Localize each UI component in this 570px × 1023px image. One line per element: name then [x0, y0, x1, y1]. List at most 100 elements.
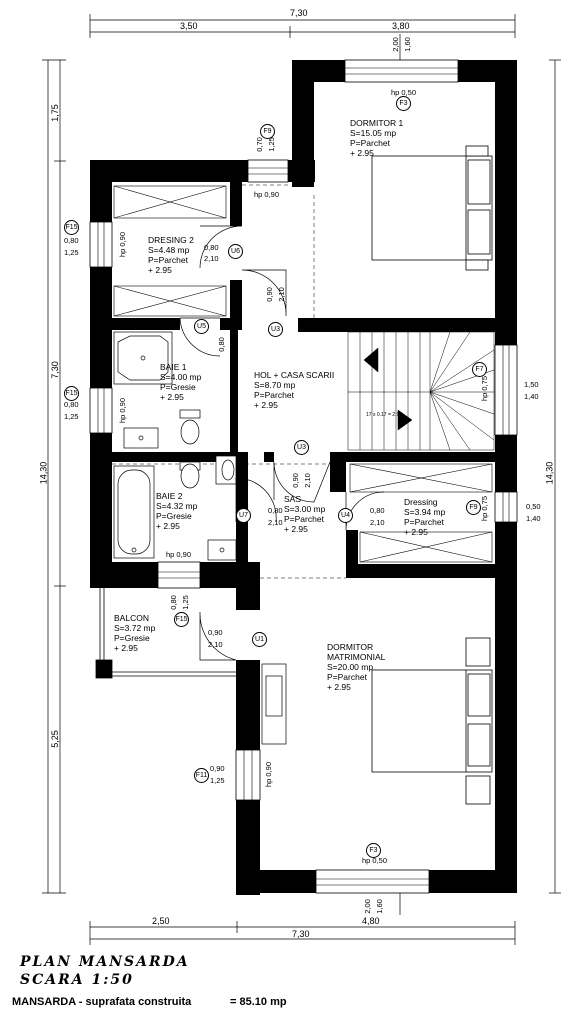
- bath-fixtures: [113, 331, 237, 561]
- f15a-hp: hp 0,90: [118, 231, 128, 258]
- f11-height: 1,25: [210, 776, 225, 785]
- f9-top-hp: hp 0,90: [254, 190, 280, 199]
- room-area: S=3.72 mp: [114, 623, 156, 633]
- f9b-hp: hp 0,75: [480, 495, 490, 522]
- dim-left-730: 7,30: [49, 361, 60, 379]
- tag-f15-a: F15: [64, 220, 79, 235]
- u7-width: 0,80: [268, 506, 283, 515]
- room-height: + 2.95: [404, 527, 428, 537]
- u3a-width: 0,90: [264, 287, 274, 302]
- tag-f15-b: F15: [64, 386, 79, 401]
- window-openings: [89, 59, 518, 894]
- f9b-width: 0,50: [526, 502, 541, 511]
- f7-height: 1,40: [524, 392, 539, 401]
- u3a-height: 2,10: [276, 287, 286, 302]
- room-name: HOL + CASA SCARII: [254, 370, 335, 380]
- dim-left-175: 1,75: [49, 104, 60, 122]
- room-name: Dressing: [404, 497, 438, 507]
- u4-height: 2,10: [370, 518, 385, 527]
- u6-height: 2,10: [204, 254, 219, 263]
- room-height: + 2.95: [156, 521, 180, 531]
- f9b-height: 1,40: [526, 514, 541, 523]
- f3-bot-height: 1,60: [374, 899, 384, 914]
- room-name: BAIE 2: [156, 491, 183, 501]
- f3-top-hp: hp 0,50: [391, 88, 417, 97]
- u7-height: 2,10: [268, 518, 283, 527]
- u5-width: 0,80: [216, 337, 226, 352]
- tag-u3-a: U3: [268, 322, 283, 337]
- room-area: S=3.94 mp: [404, 507, 446, 517]
- dim-top-left: 3,50: [180, 21, 198, 31]
- room-balcon: BALCON S=3.72 mp P=Gresie + 2.95: [114, 613, 155, 653]
- room-floor: P=Parchet: [404, 517, 444, 527]
- bed-dormitor1: [371, 145, 493, 271]
- u3b-width: 0,90: [290, 473, 300, 488]
- tag-f9-b: F9: [466, 500, 481, 515]
- balcony-railing: [95, 588, 236, 679]
- room-area: S=4.48 mp: [148, 245, 190, 255]
- room-height: + 2.95: [114, 643, 138, 653]
- room-dressing: Dressing S=3.94 mp P=Parchet + 2.95: [404, 497, 445, 537]
- u4-width: 0,80: [370, 506, 385, 515]
- room-area: S=20.00 mp: [327, 662, 374, 672]
- f7-width: 1,50: [524, 380, 539, 389]
- dim-left-525: 5,25: [49, 730, 60, 748]
- dashed-lines: [112, 184, 346, 579]
- room-height: + 2.95: [327, 682, 351, 692]
- room-floor: P=Parchet: [148, 255, 188, 265]
- f3-top-height: 1,60: [402, 37, 412, 52]
- dim-bottom-total: 7,30: [292, 929, 310, 939]
- dim-top-total: 7,30: [290, 8, 308, 18]
- f3-top-width: 2,00: [390, 37, 400, 52]
- room-height: + 2.95: [284, 524, 308, 534]
- room-floor: P=Gresie: [114, 633, 150, 643]
- tag-f3-bot: F3: [366, 843, 381, 858]
- room-floor: P=Gresie: [160, 382, 196, 392]
- f9-top-height: 1,25: [266, 137, 276, 152]
- room-area: S=15.05 mp: [350, 128, 397, 138]
- dim-right-total: 14,30: [544, 461, 555, 485]
- u6-width: 0,80: [204, 243, 219, 252]
- tag-f7: F7: [472, 362, 487, 377]
- room-height: + 2.95: [148, 265, 172, 275]
- tag-u6: U6: [228, 244, 243, 259]
- room-area: S=8.70 mp: [254, 380, 296, 390]
- u1-height: 2,10: [208, 640, 223, 649]
- room-name: SAS: [284, 494, 302, 504]
- f11-width: 0,90: [210, 764, 225, 773]
- tag-u7: U7: [236, 508, 251, 523]
- top-dimension-lines: [42, 14, 561, 945]
- room-floor: P=Gresie: [156, 511, 192, 521]
- plan-title: PLAN MANSARDA: [20, 954, 190, 970]
- wardrobes: [113, 185, 493, 563]
- room-baie2: BAIE 2 S=4.32 mp P=Gresie + 2.95: [156, 491, 197, 531]
- f15c-width: 0,80: [168, 595, 178, 610]
- room-name: BALCON: [114, 613, 149, 623]
- f15b-width: 0,80: [64, 400, 79, 409]
- u5-height: 2,10: [228, 337, 238, 352]
- tag-u4: U4: [338, 508, 353, 523]
- f15a-height: 1,25: [64, 248, 79, 257]
- room-dormitor-matrimonial: DORMITOR MATRIMONIAL S=20.00 mp P=Parche…: [327, 642, 385, 692]
- bed-matrimonial: [371, 637, 493, 805]
- summary-value: = 85.10 mp: [230, 996, 287, 1008]
- f15c-height: 1,25: [180, 595, 190, 610]
- tag-u3-b: U3: [294, 440, 309, 455]
- f15b-height: 1,25: [64, 412, 79, 421]
- tag-f15-c: F15: [174, 612, 189, 627]
- window-glazing-lines: [97, 67, 510, 886]
- dim-left-total: 14,30: [38, 461, 49, 485]
- desk: [261, 663, 287, 745]
- dim-bottom-right: 4,80: [362, 916, 380, 926]
- tag-f3-top: F3: [396, 96, 411, 111]
- room-dormitor1: DORMITOR 1 S=15.05 mp P=Parchet + 2.95: [350, 118, 403, 158]
- f3-bot-width: 2,00: [362, 899, 372, 914]
- f15c-hp: hp 0,90: [166, 550, 192, 559]
- room-name: DORMITOR 1: [350, 118, 404, 128]
- room-floor: P=Parchet: [327, 672, 367, 682]
- summary-label: MANSARDA - suprafata construita: [12, 996, 192, 1008]
- room-name-2: MATRIMONIAL: [327, 652, 386, 662]
- room-baie1: BAIE 1 S=4.00 mp P=Gresie + 2.95: [160, 362, 201, 402]
- u3b-height: 2,10: [302, 473, 312, 488]
